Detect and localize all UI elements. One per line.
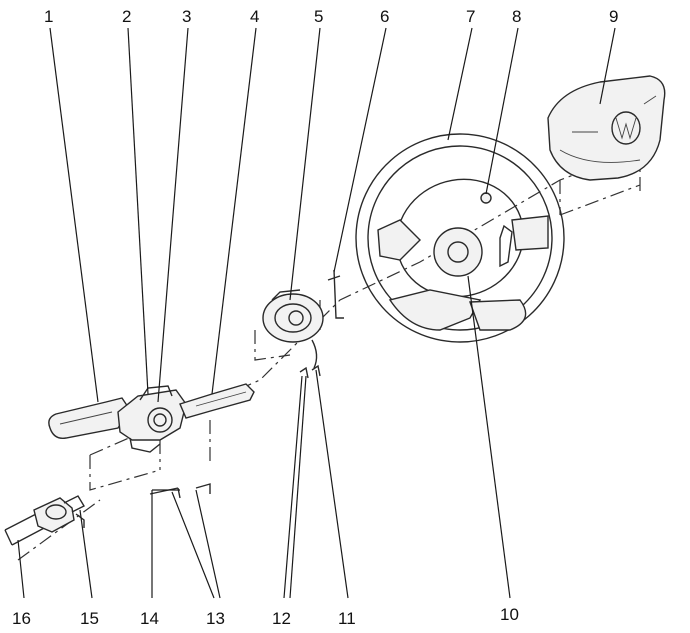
callout-numbers: 1 2 3 4 5 6 7 8 9 10 11 12 13 14 15 16 <box>12 7 618 628</box>
callout-9: 9 <box>609 7 618 26</box>
steering-axis-line <box>17 149 641 561</box>
callout-12: 12 <box>272 609 291 628</box>
leader-lines <box>17 27 616 599</box>
combination-switch-lever <box>48 397 131 439</box>
wiper-switch-lever <box>179 383 255 419</box>
wheel-fixing-screw <box>480 192 492 204</box>
wiring-connectors <box>299 339 321 379</box>
callout-14: 14 <box>140 609 159 628</box>
clock-spring-contact-unit <box>262 289 324 343</box>
callout-4: 4 <box>250 7 259 26</box>
callout-10: 10 <box>500 605 519 624</box>
callout-16: 16 <box>12 609 31 628</box>
callout-7: 7 <box>466 7 475 26</box>
column-clamp <box>33 495 85 533</box>
callout-8: 8 <box>512 7 521 26</box>
steering-wheel <box>355 133 565 343</box>
mounting-screws <box>149 483 211 499</box>
callout-11: 11 <box>338 609 356 628</box>
callout-2: 2 <box>122 7 131 26</box>
airbag-unit <box>547 75 666 181</box>
callout-6: 6 <box>380 7 389 26</box>
callout-1: 1 <box>44 7 53 26</box>
callout-3: 3 <box>182 7 191 26</box>
retaining-clip <box>327 269 344 319</box>
combination-switch-housing <box>117 385 187 453</box>
callout-15: 15 <box>80 609 99 628</box>
callout-5: 5 <box>314 7 323 26</box>
callout-13: 13 <box>206 609 225 628</box>
